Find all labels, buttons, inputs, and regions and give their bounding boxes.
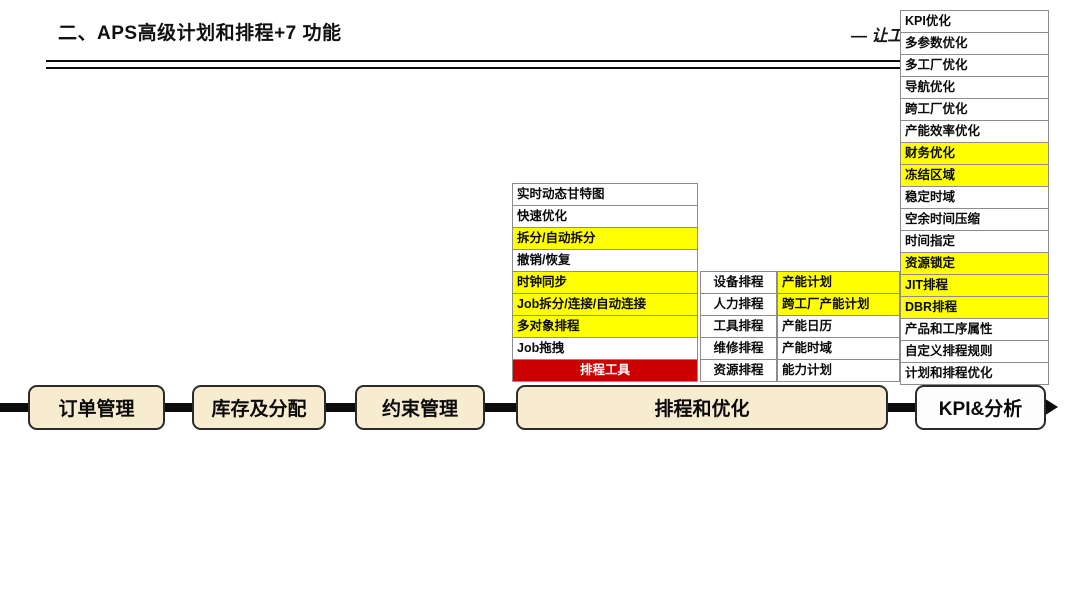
table-row: 时间指定 (900, 230, 1049, 253)
table-cell: Job拆分/连接/自动连接 (512, 293, 698, 316)
optimization-column-table: KPI优化多参数优化多工厂优化导航优化跨工厂优化产能效率优化财务优化冻结区域稳定… (900, 10, 1049, 385)
table-row: 导航优化 (900, 76, 1049, 99)
flow-node-order-management[interactable]: 订单管理 (28, 385, 165, 430)
table-row: 冻结区域 (900, 164, 1049, 187)
table-row: 设备排程 (700, 271, 777, 294)
table-cell: Job拖拽 (512, 337, 698, 360)
table-row: 跨工厂产能计划 (777, 293, 900, 316)
table-row: JIT排程 (900, 274, 1049, 297)
table-row: 财务优化 (900, 142, 1049, 165)
table-row: Job拖拽 (512, 337, 698, 360)
table-row: 稳定时域 (900, 186, 1049, 209)
table-row: 资源排程 (700, 359, 777, 382)
table-cell: 空余时间压缩 (900, 208, 1049, 231)
table-row: 维修排程 (700, 337, 777, 360)
table-cell: 产能效率优化 (900, 120, 1049, 143)
table-row: 产能计划 (777, 271, 900, 294)
table-header-cell: 排程工具 (512, 359, 698, 382)
table-cell: KPI优化 (900, 10, 1049, 33)
table-cell: 维修排程 (700, 337, 777, 360)
table-cell: 导航优化 (900, 76, 1049, 99)
table-cell: 多工厂优化 (900, 54, 1049, 77)
table-row: 多对象排程 (512, 315, 698, 338)
table-cell: 快速优化 (512, 205, 698, 228)
flow-node-constraint-management[interactable]: 约束管理 (355, 385, 485, 430)
table-cell: 拆分/自动拆分 (512, 227, 698, 250)
table-cell: 时间指定 (900, 230, 1049, 253)
table-row: 能力计划 (777, 359, 900, 382)
table-row: 撤销/恢复 (512, 249, 698, 272)
table-cell: 稳定时域 (900, 186, 1049, 209)
table-row: 资源锁定 (900, 252, 1049, 275)
table-row: Job拆分/连接/自动连接 (512, 293, 698, 316)
resource-column-table: 设备排程人力排程工具排程维修排程资源排程 (700, 271, 777, 382)
table-row: 跨工厂优化 (900, 98, 1049, 121)
optimization-column-body: KPI优化多参数优化多工厂优化导航优化跨工厂优化产能效率优化财务优化冻结区域稳定… (900, 10, 1049, 385)
resource-column-body: 设备排程人力排程工具排程维修排程资源排程 (700, 271, 777, 382)
table-cell: DBR排程 (900, 296, 1049, 319)
table-row: 自定义排程规则 (900, 340, 1049, 363)
table-cell: 实时动态甘特图 (512, 183, 698, 206)
table-cell: 计划和排程优化 (900, 362, 1049, 385)
table-cell: JIT排程 (900, 274, 1049, 297)
table-row: KPI优化 (900, 10, 1049, 33)
capacity-column-table: 产能计划跨工厂产能计划产能日历产能时域能力计划 (777, 271, 900, 382)
table-cell: 能力计划 (777, 359, 900, 382)
table-cell: 跨工厂产能计划 (777, 293, 900, 316)
table-cell: 财务优化 (900, 142, 1049, 165)
table-row: 人力排程 (700, 293, 777, 316)
table-cell: 产能计划 (777, 271, 900, 294)
table-row: 产能效率优化 (900, 120, 1049, 143)
table-cell: 产能日历 (777, 315, 900, 338)
table-row: 拆分/自动拆分 (512, 227, 698, 250)
table-cell: 工具排程 (700, 315, 777, 338)
title-divider (46, 60, 1029, 69)
table-cell: 多对象排程 (512, 315, 698, 338)
capacity-column-body: 产能计划跨工厂产能计划产能日历产能时域能力计划 (777, 271, 900, 382)
table-row: 多工厂优化 (900, 54, 1049, 77)
flow-node-kpi-analysis[interactable]: KPI&分析 (915, 385, 1046, 430)
table-cell: 跨工厂优化 (900, 98, 1049, 121)
table-cell: 撤销/恢复 (512, 249, 698, 272)
table-row: 多参数优化 (900, 32, 1049, 55)
table-row: 实时动态甘特图 (512, 183, 698, 206)
table-row: 产能日历 (777, 315, 900, 338)
table-row: 产品和工序属性 (900, 318, 1049, 341)
table-cell: 人力排程 (700, 293, 777, 316)
flow-node-scheduling-optimization[interactable]: 排程和优化 (516, 385, 888, 430)
table-row: 产能时域 (777, 337, 900, 360)
flow-node-inventory-allocation[interactable]: 库存及分配 (192, 385, 326, 430)
page-title: 二、APS高级计划和排程+7 功能 (58, 23, 342, 44)
table-cell: 资源锁定 (900, 252, 1049, 275)
table-row: 排程工具 (512, 359, 698, 382)
table-cell: 产品和工序属性 (900, 318, 1049, 341)
table-cell: 资源排程 (700, 359, 777, 382)
table-row: 工具排程 (700, 315, 777, 338)
table-cell: 冻结区域 (900, 164, 1049, 187)
table-row: 快速优化 (512, 205, 698, 228)
page-subtitle: — 让工 (851, 28, 904, 45)
table-row: 时钟同步 (512, 271, 698, 294)
table-cell: 产能时域 (777, 337, 900, 360)
table-cell: 设备排程 (700, 271, 777, 294)
table-cell: 时钟同步 (512, 271, 698, 294)
table-row: 空余时间压缩 (900, 208, 1049, 231)
table-row: 计划和排程优化 (900, 362, 1049, 385)
table-cell: 多参数优化 (900, 32, 1049, 55)
table-row: DBR排程 (900, 296, 1049, 319)
table-cell: 自定义排程规则 (900, 340, 1049, 363)
